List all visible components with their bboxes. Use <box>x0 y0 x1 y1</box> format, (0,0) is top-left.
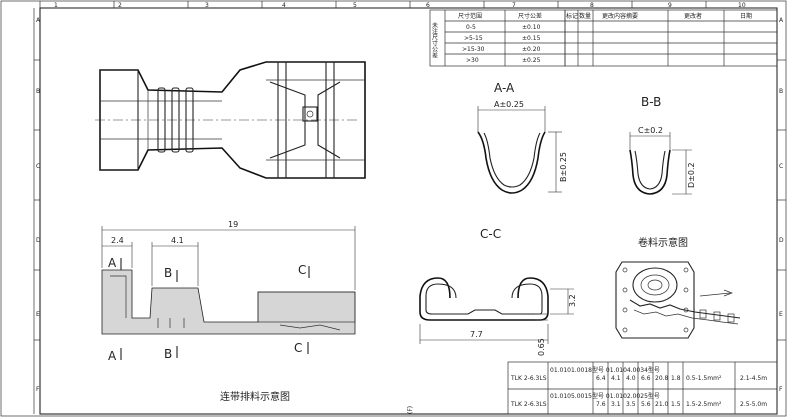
row-label-b: B <box>36 88 40 95</box>
side-view-dimensions: 19 2.4 4.1 <box>101 220 356 290</box>
mark-a-bottom: A <box>108 349 117 363</box>
spec-row2-spec: 01.0105.0015型号 01.0102.0025型号 <box>550 392 660 400</box>
section-bb-title: B-B <box>641 95 661 109</box>
section-bb-dim-height: D±0.2 <box>687 162 696 188</box>
tolerance-value-3: ±0.20 <box>522 46 541 53</box>
row-label-c-right: C <box>779 163 783 170</box>
section-marks: A B C A B C <box>108 256 310 363</box>
row-label-d-right: D <box>779 237 784 244</box>
dim-b-length: 4.1 <box>171 236 184 245</box>
section-bb: B-B C±0.2 D±0.2 <box>629 95 696 195</box>
tolerance-value-4: ±0.25 <box>522 57 541 64</box>
coil-diagram: 卷料示意图 <box>615 236 741 339</box>
spec-row1-model: TLK 2-6.3LS <box>510 375 547 382</box>
mark-a-top: A <box>108 256 117 270</box>
dim-total-length: 19 <box>228 220 238 229</box>
row-label-c: C <box>36 163 40 170</box>
row-label-a-right: A <box>779 17 784 24</box>
row-ruler: A B C D E F A B C D E F <box>33 8 786 414</box>
spec-row2-v1: 7.6 <box>596 401 606 408</box>
spec-row1-v4: 6.6 <box>641 375 651 382</box>
spec-row1-v5: 20.8 <box>655 375 669 382</box>
row-label-e: E <box>36 311 40 318</box>
revision-header-summary: 更改内容摘要 <box>602 12 638 20</box>
revision-table: 标记 数量 更改内容摘要 更改者 日期 <box>564 9 778 67</box>
inner-frame <box>39 7 778 415</box>
col-label-9: 9 <box>668 2 672 9</box>
tolerance-header-range: 尺寸范围 <box>458 12 482 20</box>
col-label-1: 1 <box>54 2 58 9</box>
mark-c-bottom: C <box>294 341 302 355</box>
revision-header-date: 日期 <box>740 12 752 20</box>
col-label-7: 7 <box>512 2 516 9</box>
tolerance-range-3: >15-30 <box>462 46 485 53</box>
section-aa: A-A A±0.25 B±0.25 <box>477 81 568 194</box>
tolerance-range-2: >5-15 <box>464 35 483 42</box>
row-label-e-right: E <box>779 311 783 318</box>
revision-header-qty: 数量 <box>579 12 591 20</box>
tolerance-table: 未注尺寸公差 尺寸范围 尺寸公差 0-5 ±0.10 >5-15 ±0.15 >… <box>429 9 566 67</box>
spec-row2-range: 2.5-5.0m <box>740 401 767 408</box>
mark-b-bottom: B <box>164 347 172 361</box>
section-cc: C-C 3.2 7.7 0.65 <box>419 227 577 356</box>
spec-row1-v3: 4.0 <box>626 375 636 382</box>
col-label-3: 3 <box>205 2 209 9</box>
spec-row1-v1: 6.4 <box>596 375 606 382</box>
tolerance-value-1: ±0.10 <box>522 24 541 31</box>
spec-row1-wire: 0.5-1.5mm² <box>686 375 722 382</box>
section-aa-title: A-A <box>494 81 515 95</box>
tolerance-value-2: ±0.15 <box>522 35 541 42</box>
coil-caption: 卷料示意图 <box>638 236 688 249</box>
col-label-8: 8 <box>590 2 594 9</box>
strip-caption: 连带排料示意图 <box>220 390 290 403</box>
dim-a-length: 2.4 <box>111 236 124 245</box>
revision-header-mark: 标记 <box>566 12 578 20</box>
col-label-5: 5 <box>353 2 357 9</box>
section-cc-dim-height: 3.2 <box>568 294 577 307</box>
spec-row1-spec: 01.0101.0018型号 01.0104.0034型号 <box>550 366 660 374</box>
section-aa-dim-width: A±0.25 <box>494 100 524 109</box>
tolerance-range-1: 0-5 <box>466 24 476 31</box>
spec-row2-wire: 1.5-2.5mm² <box>686 401 722 408</box>
mark-b-top: B <box>164 266 172 280</box>
spec-row2-v5: 21.0 <box>655 401 669 408</box>
row-label-d: D <box>36 237 41 244</box>
row-label-f: F <box>36 386 40 393</box>
spec-row1-range: 2.1-4.5m <box>740 375 767 382</box>
section-bb-dim-width: C±0.2 <box>638 126 663 135</box>
spec-row1-v6: 1.8 <box>671 375 681 382</box>
section-cc-dim-thickness: 0.65 <box>537 338 546 356</box>
tolerance-header-tol: 尺寸公差 <box>518 12 542 20</box>
row-label-b-right: B <box>779 88 783 95</box>
spec-row2-model: TLK 2-6.3LS <box>510 401 547 408</box>
col-label-10: 10 <box>738 2 746 9</box>
section-aa-dim-height: B±0.25 <box>559 152 568 182</box>
col-label-2: 2 <box>118 2 122 9</box>
row-label-a: A <box>36 17 41 24</box>
col-label-6: 6 <box>426 2 430 9</box>
row-label-f-right: F <box>779 386 783 393</box>
spec-row2-v6: 1.5 <box>671 401 681 408</box>
spec-row2-v2: 3.1 <box>611 401 621 408</box>
col-label-4: 4 <box>282 2 286 9</box>
revision-header-author: 更改者 <box>684 12 702 20</box>
column-ruler: 1 2 3 4 5 6 7 8 9 10 <box>39 1 777 9</box>
spec-row2-v3: 3.5 <box>626 401 636 408</box>
sheet-mark: (F) <box>407 406 414 414</box>
terminal-top-view <box>95 61 366 179</box>
spec-table: TLK 2-6.3LS 01.0101.0018型号 01.0104.0034型… <box>507 361 778 415</box>
section-cc-title: C-C <box>480 227 501 241</box>
mark-c-top: C <box>298 263 306 277</box>
spec-row1-v2: 4.1 <box>611 375 621 382</box>
tolerance-range-4: >30 <box>466 57 479 64</box>
tolerance-side-label: 未注尺寸公差 <box>431 21 438 58</box>
section-cc-dim-width: 7.7 <box>470 330 483 339</box>
spec-row2-v4: 5.6 <box>641 401 651 408</box>
terminal-side-view <box>101 269 356 335</box>
